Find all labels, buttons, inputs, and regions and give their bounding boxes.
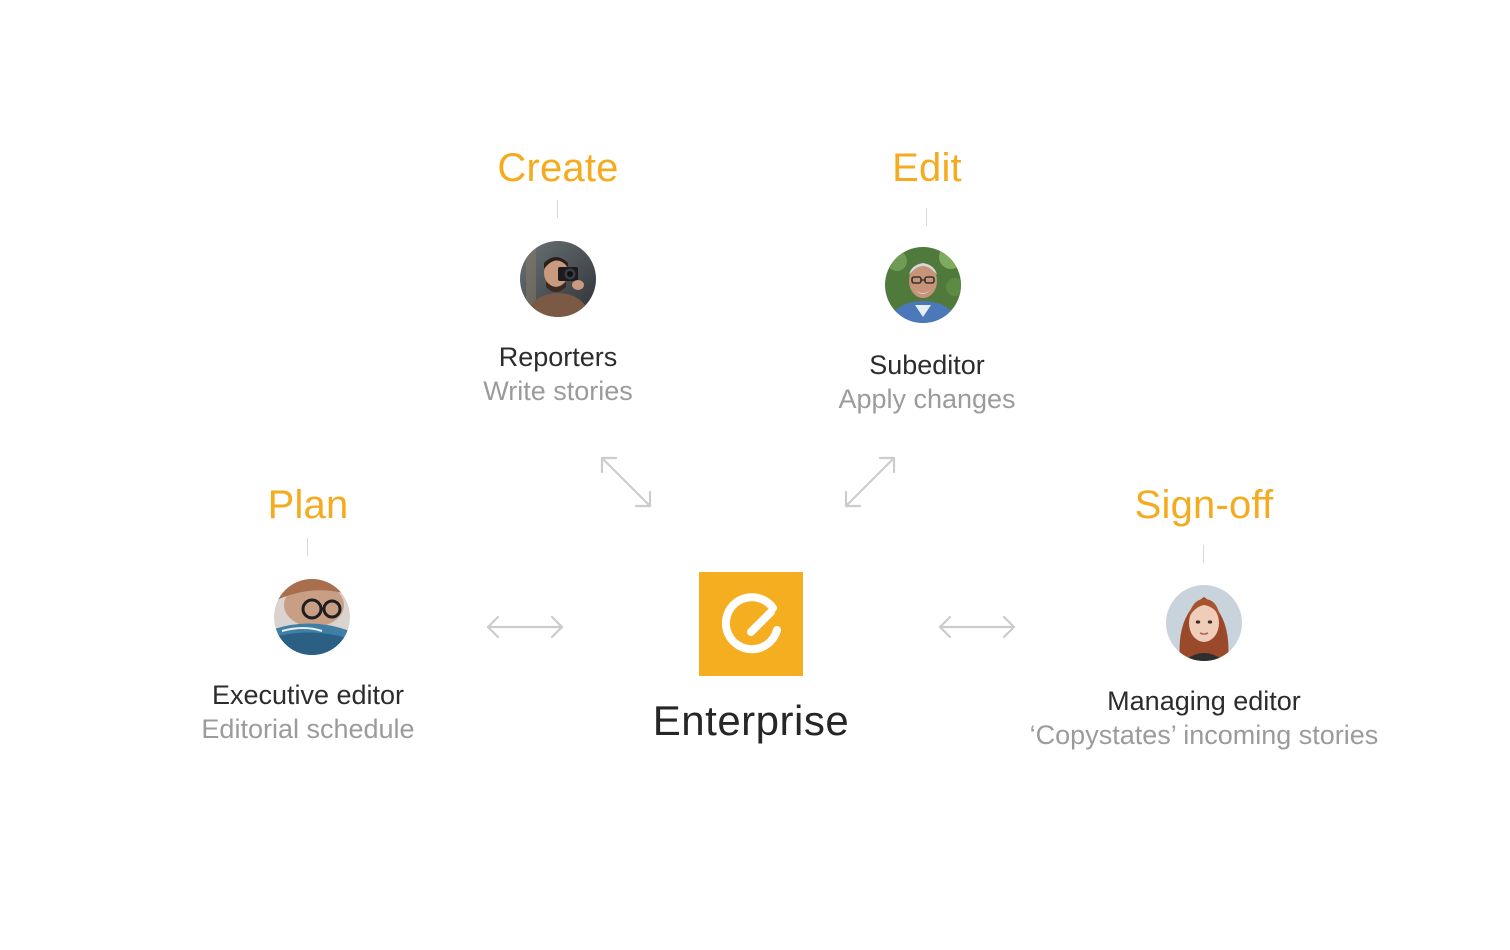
edit-node: Edit Subeditor Apply changes	[727, 0, 1127, 430]
stage-label-create: Create	[497, 146, 619, 190]
create-node: Create Reporters Write stories	[358, 0, 758, 420]
subeditor-avatar	[885, 247, 961, 323]
stage-label-edit: Edit	[892, 146, 962, 190]
managing-editor-avatar	[1166, 585, 1242, 661]
role-reporters: Reporters	[498, 342, 618, 372]
plan-node: Plan Executive editor Editorial schedule	[108, 0, 508, 760]
description-copystates-incoming-stories: ‘Copystates’ incoming stories	[1029, 720, 1379, 750]
connector-tick	[557, 200, 558, 218]
stage-label-signoff: Sign-off	[1134, 483, 1274, 527]
enterprise-logo-icon	[699, 572, 803, 676]
executive-editor-avatar	[274, 579, 350, 655]
role-subeditor: Subeditor	[869, 350, 985, 380]
connector-tick	[1203, 545, 1204, 563]
stage-label-plan: Plan	[267, 483, 349, 527]
diagonal-double-arrow-icon	[600, 456, 652, 508]
signoff-node: Sign-off Managing editor ‘Copystates’ in…	[1004, 0, 1404, 770]
role-managing-editor: Managing editor	[1107, 686, 1301, 716]
reporter-avatar	[520, 241, 596, 317]
description-editorial-schedule: Editorial schedule	[201, 714, 415, 744]
horizontal-double-arrow-icon	[486, 615, 564, 639]
diagonal-double-arrow-icon	[844, 456, 896, 508]
role-executive-editor: Executive editor	[211, 680, 405, 710]
connector-tick	[926, 208, 927, 226]
description-write-stories: Write stories	[483, 376, 633, 406]
connector-tick	[307, 538, 308, 556]
enterprise-title: Enterprise	[652, 697, 850, 744]
horizontal-double-arrow-icon	[938, 615, 1016, 639]
description-apply-changes: Apply changes	[838, 384, 1016, 414]
